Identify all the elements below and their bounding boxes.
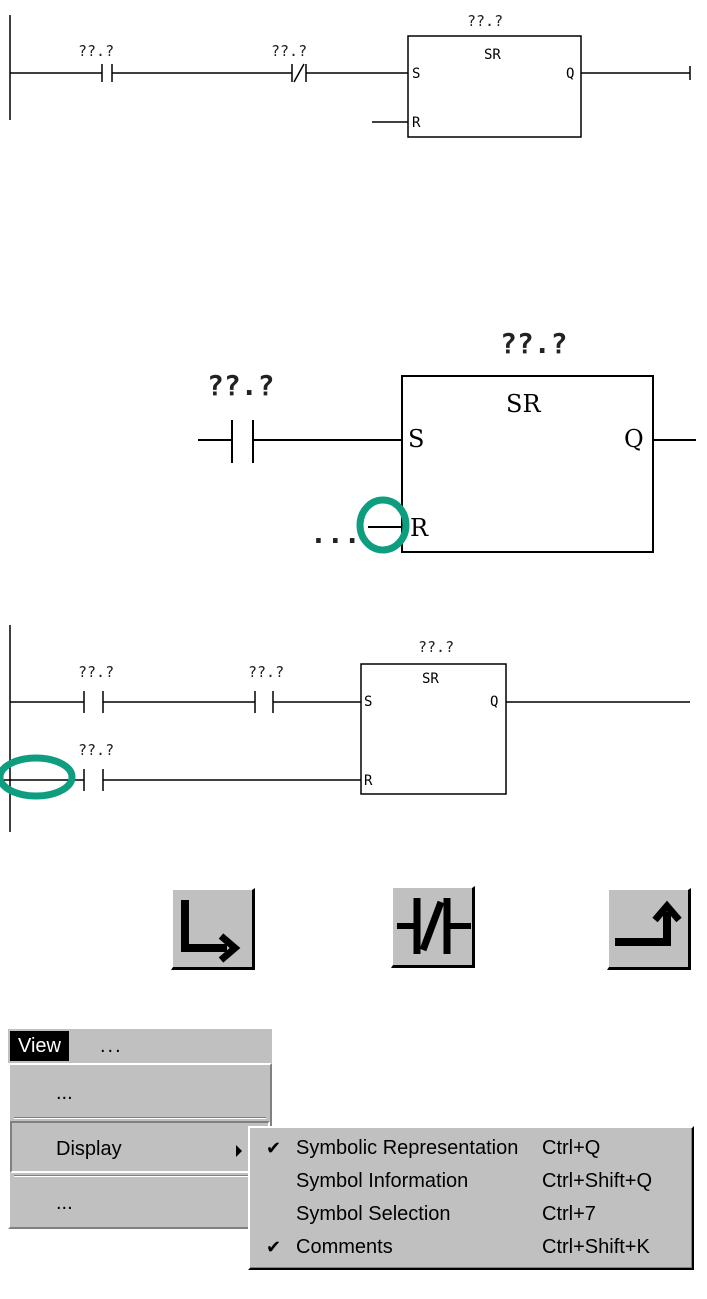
ladder-diagram-3: ??.? ??.? ??.? SR S R Q ??.?	[0, 625, 690, 832]
close-branch-button[interactable]	[607, 888, 691, 970]
menu-item-more-bottom[interactable]: ...	[10, 1177, 270, 1229]
ladder-diagram-2: ??.? ??.? SR S R Q ...	[198, 327, 696, 554]
highlight-circle	[0, 754, 76, 800]
highlight-circle	[356, 496, 410, 554]
sr-block-address: ??.?	[418, 638, 454, 656]
sr-block-title: SR	[422, 671, 439, 687]
contact-2-address: ??.?	[271, 42, 307, 60]
menu-item-label: ...	[56, 1082, 73, 1104]
check-icon: ✔	[266, 1237, 282, 1257]
submenu-item-symbolic-representation[interactable]: ✔ Symbolic Representation Ctrl+Q	[250, 1132, 692, 1165]
contact-2-negation-slash	[293, 63, 305, 83]
sr-pin-r: R	[410, 514, 429, 542]
open-branch-button[interactable]	[171, 888, 255, 970]
menu-item-display[interactable]: Display	[10, 1121, 270, 1173]
contact-2-address: ??.?	[248, 663, 284, 681]
branch-open-icon	[181, 900, 241, 963]
submenu-item-label: Symbol Selection	[296, 1203, 451, 1225]
menu-item-more-top[interactable]: ...	[10, 1067, 270, 1119]
sr-block-title: SR	[506, 390, 541, 418]
sr-block-address: ??.?	[467, 12, 503, 30]
menu-item-label: ...	[56, 1192, 73, 1214]
submenu-item-symbol-selection[interactable]: Symbol Selection Ctrl+7	[250, 1198, 692, 1231]
negate-contact-icon	[397, 898, 471, 954]
sr-block	[401, 375, 654, 553]
sr-pin-q: Q	[624, 425, 644, 453]
contact-1-address: ??.?	[78, 42, 114, 60]
submenu-item-comments[interactable]: ✔ Comments Ctrl+Shift+K	[250, 1231, 692, 1264]
submenu-item-label: Symbol Information	[296, 1170, 469, 1192]
sr-pin-s: S	[408, 425, 424, 453]
reset-input-ellipsis: ...	[310, 517, 361, 550]
sr-pin-s: S	[412, 66, 420, 82]
submenu-item-label: Comments	[296, 1236, 393, 1258]
sr-pin-q: Q	[490, 694, 498, 710]
more-menus[interactable]: ...	[100, 1035, 123, 1057]
menu-item-label: Display	[56, 1138, 122, 1160]
sr-pin-s: S	[364, 694, 372, 710]
contact-1-address: ??.?	[78, 663, 114, 681]
view-menu[interactable]: View	[10, 1031, 69, 1061]
contact-1-address: ??.?	[207, 369, 274, 402]
submenu-item-shortcut: Ctrl+Shift+Q	[542, 1170, 653, 1192]
submenu-item-symbol-information[interactable]: Symbol Information Ctrl+Shift+Q	[250, 1165, 692, 1198]
menu-separator	[14, 1117, 266, 1119]
sr-pin-r: R	[364, 773, 373, 789]
negate-contact-button[interactable]	[391, 886, 475, 968]
submenu-item-shortcut: Ctrl+Shift+K	[542, 1236, 650, 1258]
sr-block	[407, 35, 582, 138]
menu-separator	[14, 1175, 266, 1177]
submenu-item-shortcut: Ctrl+Q	[542, 1137, 601, 1159]
sr-pin-q: Q	[566, 66, 574, 82]
sr-block-title: SR	[484, 47, 501, 63]
sr-block-address: ??.?	[500, 327, 567, 360]
sr-pin-r: R	[412, 115, 421, 131]
branch-close-icon	[615, 900, 682, 946]
ladder-diagram-1: ??.? ??.? ??.? SR S R Q	[9, 12, 691, 138]
display-submenu: ✔ Symbolic Representation Ctrl+Q Symbol …	[248, 1126, 694, 1270]
menu-bar: View ...	[8, 1029, 272, 1063]
submenu-item-label: Symbolic Representation	[296, 1137, 519, 1159]
submenu-item-shortcut: Ctrl+7	[542, 1203, 596, 1225]
view-dropdown-menu: ... Display ...	[8, 1063, 272, 1229]
submenu-arrow-icon	[236, 1145, 242, 1157]
check-icon: ✔	[266, 1138, 282, 1158]
sr-block	[360, 663, 507, 795]
contact-3-address: ??.?	[78, 741, 114, 759]
